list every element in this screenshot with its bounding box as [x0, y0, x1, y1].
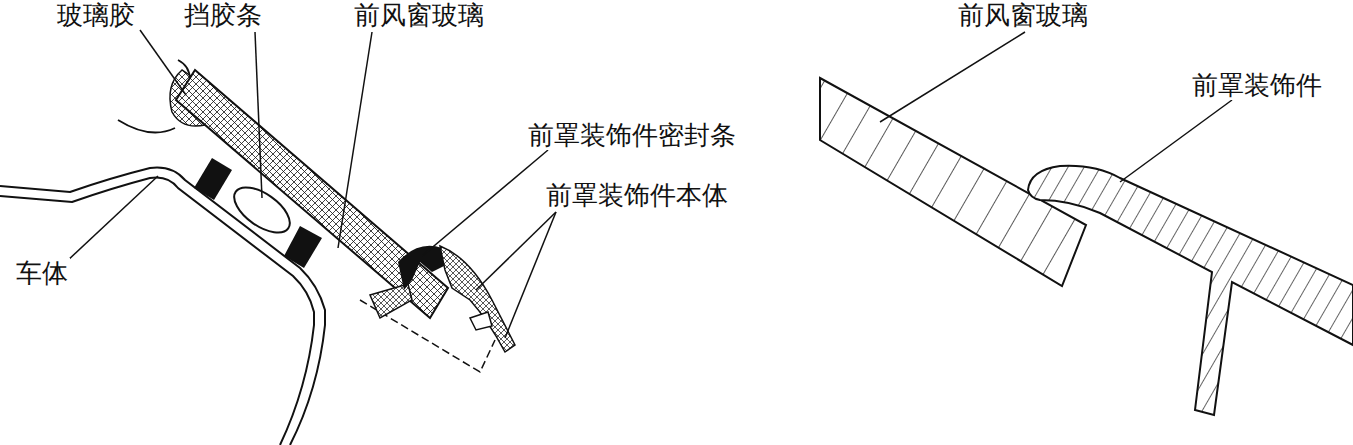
- leader-lines: [66, 30, 1232, 338]
- part-label: 前罩装饰件本体: [544, 180, 730, 210]
- part-label: 前风窗玻璃: [352, 0, 486, 30]
- cowl-trim-left: [360, 246, 515, 372]
- part-label: 前风窗玻璃: [956, 0, 1090, 30]
- part-label: 挡胶条: [182, 0, 264, 30]
- dam-strips: [194, 158, 322, 268]
- part-label: 玻璃胶: [55, 0, 137, 30]
- part-label: 车体: [14, 258, 70, 288]
- part-label: 前罩装饰件: [1190, 70, 1324, 100]
- part-label: 前罩装饰件密封条: [526, 120, 738, 150]
- car-body: [0, 168, 325, 445]
- cowl-trim-right: [1028, 166, 1353, 415]
